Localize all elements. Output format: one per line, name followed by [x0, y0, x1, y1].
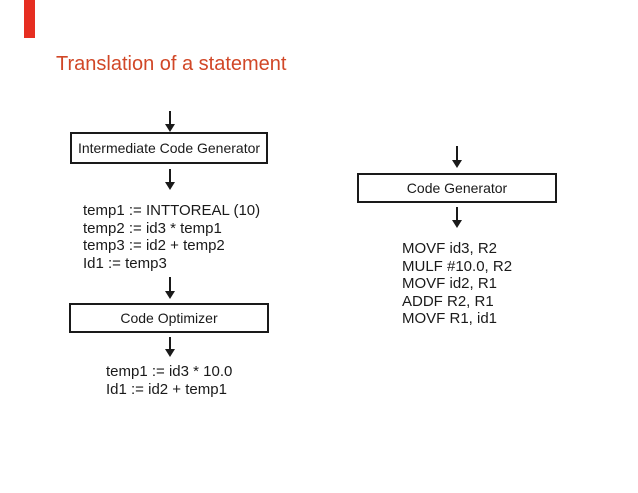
- arrow-down-icon: [451, 146, 463, 168]
- arrow-line: [169, 337, 171, 349]
- code-line: MOVF id3, R2: [402, 240, 498, 257]
- code-line: temp1 := id3 * 10.0: [106, 363, 233, 380]
- intermediate-code-generator-label: Intermediate Code Generator: [77, 140, 261, 156]
- accent-bar: [24, 0, 35, 38]
- arrow-head: [452, 220, 462, 228]
- code-line: MULF #10.0, R2: [402, 257, 513, 275]
- arrow-down-icon: [164, 111, 176, 132]
- intermediate-code-generator-box: Intermediate Code Generator: [70, 132, 268, 164]
- arrow-down-icon: [164, 337, 176, 357]
- code-generator-label: Code Generator: [406, 180, 508, 196]
- code-optimizer-label: Code Optimizer: [120, 310, 218, 326]
- arrow-down-icon: [451, 207, 463, 228]
- slide-title: Translation of a statement: [56, 53, 287, 75]
- arrow-line: [169, 169, 171, 182]
- arrow-line: [456, 146, 458, 160]
- arrow-head: [165, 124, 175, 132]
- intermediate-code-listing: temp1 := INTTOREAL (10)temp2 := id3 * te…: [83, 202, 260, 272]
- code-line: MOVF R1, id1: [402, 310, 498, 327]
- arrow-line: [169, 277, 171, 291]
- code-line: Id1 := temp3: [83, 254, 167, 272]
- arrow-line: [456, 207, 458, 220]
- arrow-head: [452, 160, 462, 168]
- code-line: temp3 := id2 + temp2: [83, 237, 225, 254]
- code-line: temp1 := INTTOREAL (10): [83, 202, 261, 219]
- code-line: temp2 := id3 * temp1: [83, 219, 222, 237]
- arrow-head: [165, 291, 175, 299]
- code-line: Id1 := id2 + temp1: [106, 380, 227, 398]
- arrow-down-icon: [164, 277, 176, 299]
- arrow-head: [165, 182, 175, 190]
- code-optimizer-box: Code Optimizer: [69, 303, 269, 333]
- arrow-head: [165, 349, 175, 357]
- arrow-line: [169, 111, 171, 124]
- code-line: ADDF R2, R1: [402, 292, 494, 310]
- arrow-down-icon: [164, 169, 176, 190]
- code-line: MOVF id2, R1: [402, 275, 498, 292]
- code-generator-box: Code Generator: [357, 173, 557, 203]
